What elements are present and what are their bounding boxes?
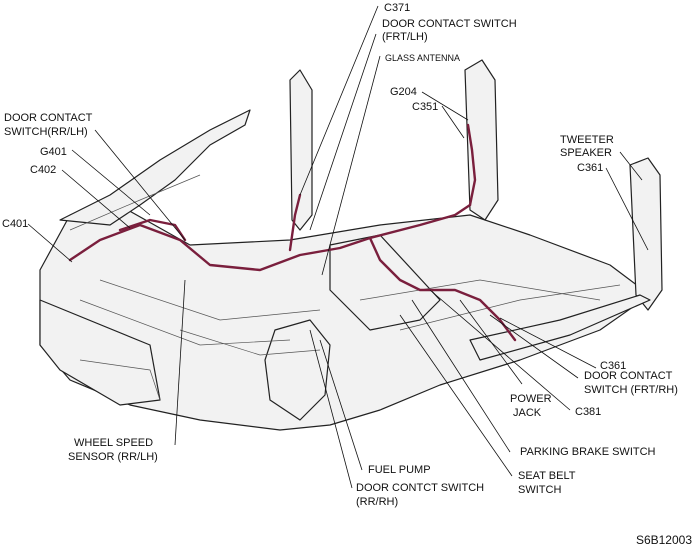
leader-wheel-speed (174, 279, 186, 446)
label-g401: G401 (40, 146, 67, 158)
harness-center (368, 236, 517, 342)
floor-rib (399, 284, 621, 331)
label-door-rr-lh-line2: SWITCH(RR/LH) (4, 126, 88, 138)
label-power-jack-line1: POWER (510, 393, 552, 405)
label-seat-belt-line1: SEAT BELT (518, 470, 576, 482)
figure-code: S6B12003 (635, 533, 692, 547)
floor-rib (79, 299, 291, 346)
label-door-frt-rh-line2: SWITCH (FRT/RH) (584, 384, 678, 396)
leader-door-rr-rh (309, 329, 353, 489)
label-c361-bottom: C361 (600, 360, 627, 372)
rear-quarter-left (59, 109, 251, 226)
label-glass-antenna: GLASS ANTENNA (385, 53, 461, 63)
leader-c381 (429, 289, 571, 411)
a-pillar-right (629, 157, 663, 311)
leader-g401 (71, 149, 151, 216)
label-door-frt-rh-line1: DOOR CONTACT (584, 370, 673, 382)
label-power-jack-line2: JACK (513, 407, 542, 419)
label-wheel-speed-line2: SENSOR (RR/LH) (68, 451, 158, 463)
label-fuel-pump: FUEL PUMP (368, 464, 431, 476)
harness-pillar (466, 123, 477, 207)
label-c371: C371 (384, 2, 411, 14)
leader-c361-bottom (499, 317, 597, 369)
leader-tweeter (619, 151, 643, 181)
leader-g204 (421, 91, 469, 121)
rear-panel (39, 299, 161, 406)
leader-c401 (27, 223, 73, 263)
leader-door-rr-lh (94, 129, 186, 241)
label-door-rr-lh-line1: DOOR CONTACT (4, 112, 93, 124)
leader-c361-top (605, 167, 649, 251)
leader-door-frt-lh (309, 33, 377, 231)
leader-seat-belt (399, 314, 513, 477)
label-door-rr-rh-line2: (RR/RH) (356, 496, 399, 508)
leader-parking-brake (411, 299, 511, 453)
floor-rib (79, 359, 161, 401)
leader-c371 (299, 5, 379, 196)
label-c402: C402 (30, 164, 57, 176)
harness-branch-bpillar (288, 193, 302, 252)
harness-rear-loop (118, 218, 187, 242)
leader-glass-antenna (321, 55, 381, 276)
rocker-right (469, 294, 651, 361)
floor-rib (179, 329, 321, 356)
label-tweeter-line1: TWEETER (560, 134, 614, 146)
label-parking-brake: PARKING BRAKE SWITCH (520, 446, 656, 458)
floor-rib (99, 279, 321, 321)
b-pillar-left (289, 69, 313, 231)
leader-door-frt-rh (489, 314, 579, 379)
harness-main (68, 203, 472, 272)
floor-rib (359, 279, 601, 301)
floor-rib (69, 174, 201, 231)
leader-c351 (441, 105, 465, 139)
floor-pan (39, 199, 651, 431)
leader-c402 (61, 169, 131, 229)
label-c361-top: C361 (577, 162, 604, 174)
label-g204: G204 (390, 86, 417, 98)
label-door-frt-lh-line2: (FRT/LH) (382, 31, 428, 43)
label-tweeter-line2: SPEAKER (560, 147, 612, 159)
label-seat-belt-line2: SWITCH (518, 484, 562, 496)
leader-fuel-pump (319, 339, 363, 471)
label-c351: C351 (412, 101, 439, 113)
label-door-rr-rh-line1: DOOR CONTCT SWITCH (356, 482, 485, 494)
c-pillar-right (464, 59, 499, 221)
label-c381: C381 (575, 406, 602, 418)
label-wheel-speed-line1: WHEEL SPEED (74, 437, 154, 449)
label-door-frt-lh-line1: DOOR CONTACT SWITCH (382, 18, 517, 30)
label-c401: C401 (2, 218, 29, 230)
